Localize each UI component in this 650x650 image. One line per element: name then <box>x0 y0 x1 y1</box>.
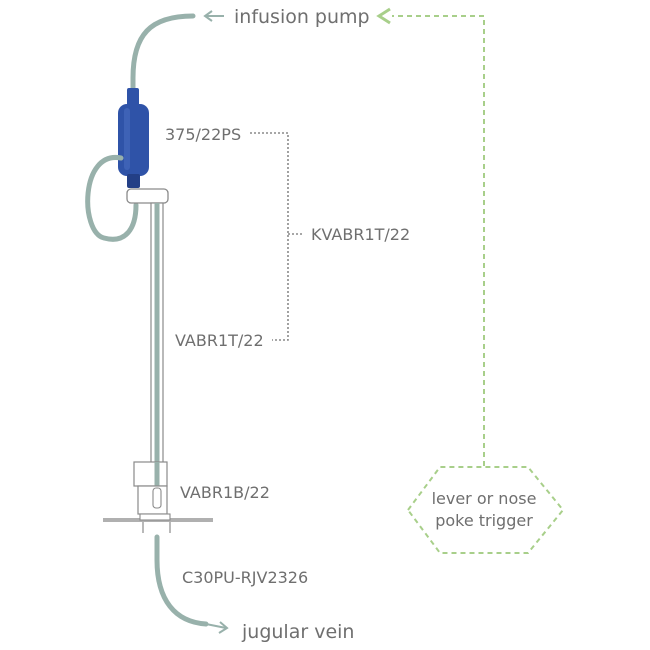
label-trigger-line2: poke trigger <box>435 511 533 530</box>
label-trigger-line1: lever or nose <box>432 489 537 508</box>
label-kit: KVABR1T/22 <box>311 225 410 244</box>
label-catheter: C30PU-RJV2326 <box>182 568 308 587</box>
arrow-to-vein-icon <box>205 621 229 634</box>
label-jugular-vein: jugular vein <box>241 621 354 643</box>
label-tether: VABR1T/22 <box>175 331 264 350</box>
tubing-to-pump <box>130 13 196 95</box>
swivel-top-connector <box>127 88 139 106</box>
trigger-hexagon <box>406 466 565 554</box>
arrow-to-pump-icon <box>203 10 224 22</box>
vab-button-top <box>133 461 168 487</box>
label-infusion-pump: infusion pump <box>234 6 370 28</box>
swivel-bottom-connector <box>127 174 140 188</box>
swivel-body <box>118 104 149 176</box>
label-swivel: 375/22PS <box>165 125 241 144</box>
tether-clamp <box>126 188 169 204</box>
catheter-tubing <box>154 534 209 627</box>
label-button: VABR1B/22 <box>180 483 270 502</box>
tubing-loop <box>85 155 139 242</box>
trigger-arrow-icon <box>376 7 391 25</box>
kit-bracket <box>250 132 289 341</box>
trigger-path <box>392 15 485 466</box>
